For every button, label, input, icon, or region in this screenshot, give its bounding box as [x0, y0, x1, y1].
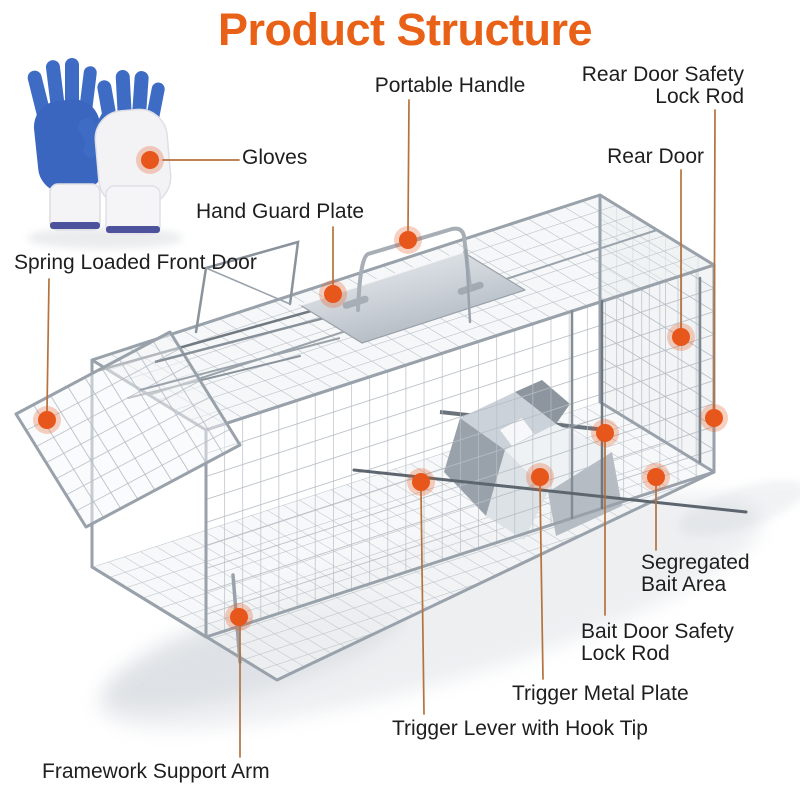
page-title: Product Structure	[217, 4, 593, 55]
label-bait-door-safety-lock-rod: Bait Door Safety Lock Rod	[581, 620, 734, 665]
leader-rear-door-safety-lock-rod	[713, 109, 716, 410]
label-rear-door-safety-lock-rod: Rear Door Safety Lock Rod	[581, 63, 744, 108]
callout-dot-rear-door	[667, 323, 695, 351]
label-trigger-metal-plate: Trigger Metal Plate	[512, 682, 689, 705]
callout-dot-hand-guard-plate	[319, 280, 347, 308]
label-spring-loaded-front-door: Spring Loaded Front Door	[14, 251, 257, 274]
callout-dot-segregated-bait-area	[642, 463, 670, 491]
callout-dot-rear-door-safety-lock-rod	[700, 404, 728, 432]
leader-spring-loaded-front-door	[46, 278, 50, 412]
callout-dot-trigger-lever	[407, 468, 435, 496]
callout-dots	[33, 146, 728, 631]
leader-trigger-lever	[420, 490, 425, 715]
label-framework-support-arm: Framework Support Arm	[42, 760, 270, 783]
callout-dot-trigger-metal-plate	[526, 463, 554, 491]
glove-right	[78, 70, 172, 235]
callout-dot-framework-support-arm	[225, 603, 253, 631]
callout-dot-spring-loaded-front-door	[33, 406, 61, 434]
label-gloves: Gloves	[242, 146, 308, 169]
label-rear-door: Rear Door	[607, 145, 704, 168]
callout-dot-bait-door-safety-lock-rod	[591, 419, 619, 447]
cage-front-panel	[206, 265, 714, 637]
label-portable-handle: Portable Handle	[374, 74, 526, 97]
gloves-image	[27, 58, 172, 235]
label-hand-guard-plate: Hand Guard Plate	[196, 200, 365, 223]
label-trigger-lever-with-hook-tip: Trigger Lever with Hook Tip	[392, 717, 648, 740]
leader-portable-handle	[407, 99, 410, 232]
callout-dot-gloves	[136, 146, 164, 174]
callout-lines	[46, 99, 716, 758]
callout-dot-portable-handle	[394, 226, 422, 254]
leader-trigger-metal-plate	[539, 485, 544, 680]
portable-handle-graphic	[356, 226, 472, 324]
label-segregated-bait-area: Segregated Bait Area	[641, 551, 750, 596]
door-guide-frame-graphic	[194, 240, 300, 334]
